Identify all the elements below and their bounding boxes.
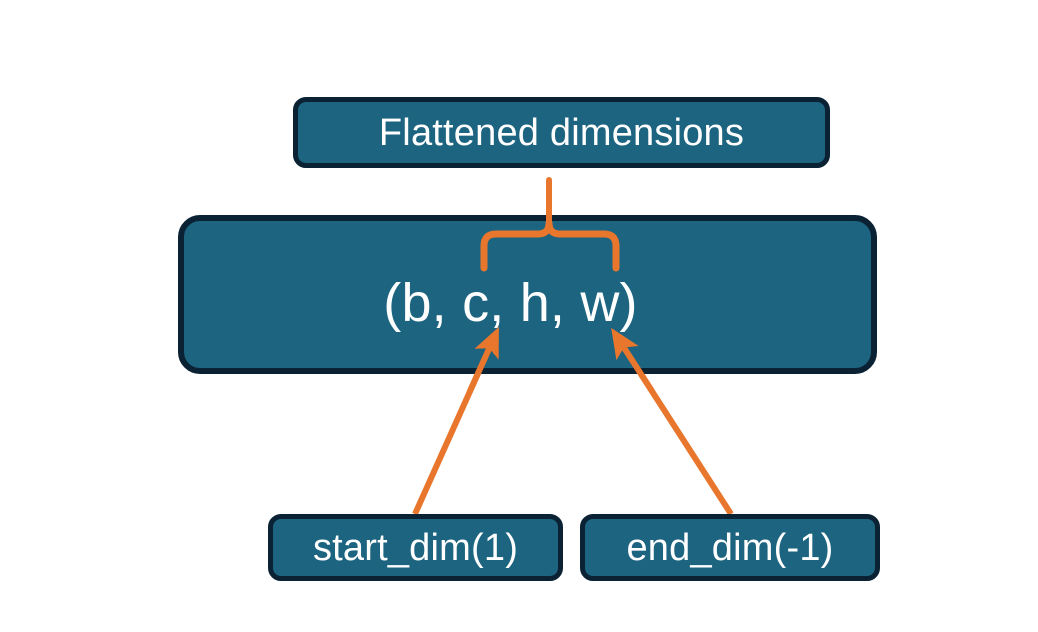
node-flattened-dimensions-label: Flattened dimensions: [378, 111, 745, 154]
node-tensor-shape[interactable]: (b, c, h, w): [178, 215, 877, 374]
node-end-dim-label: end_dim(-1): [626, 526, 834, 569]
node-tensor-shape-label: (b, c, h, w): [383, 273, 638, 333]
node-start-dim[interactable]: start_dim(1): [268, 514, 563, 581]
node-flattened-dimensions[interactable]: Flattened dimensions: [293, 97, 830, 168]
node-start-dim-label: start_dim(1): [312, 526, 519, 569]
node-end-dim[interactable]: end_dim(-1): [580, 514, 880, 581]
